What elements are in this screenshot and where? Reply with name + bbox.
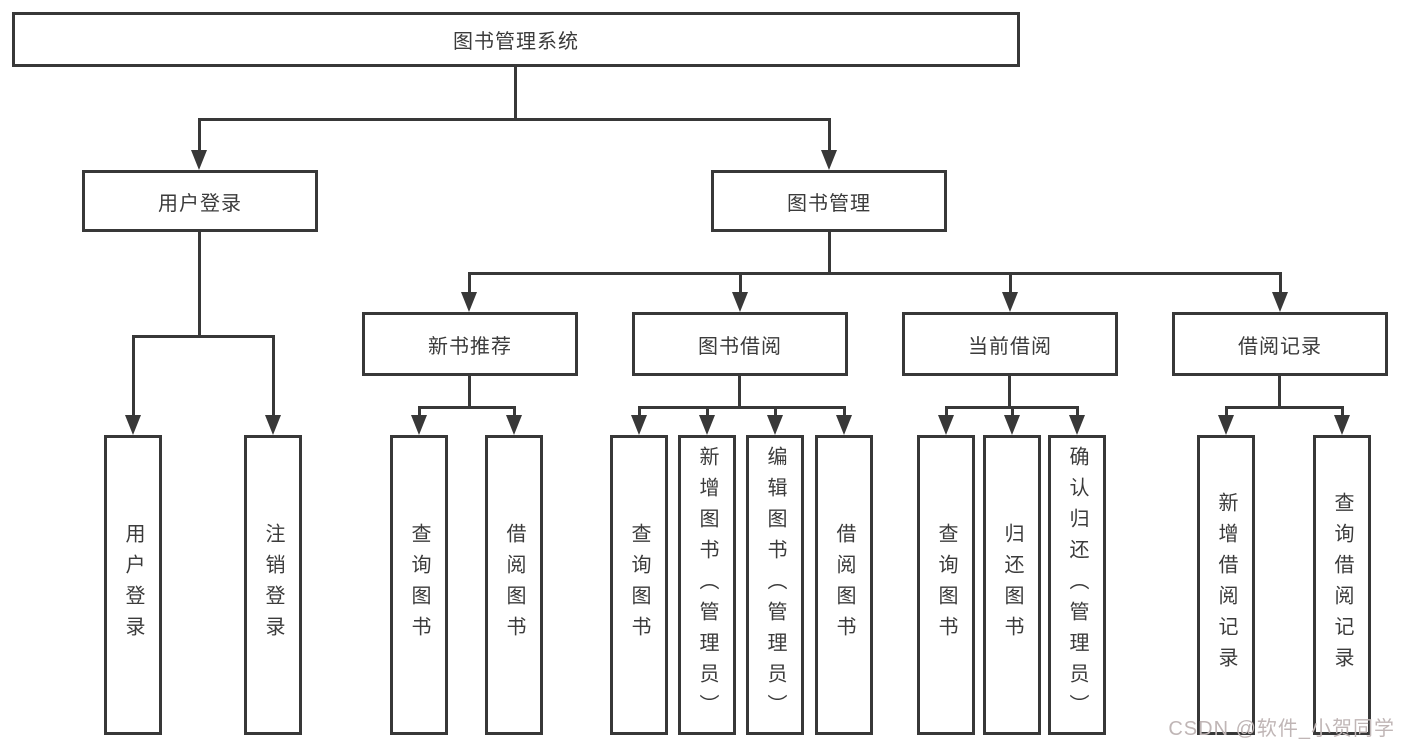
leaf-edit-book-admin: 编辑图书（管理员） <box>746 435 804 735</box>
leaf-label: 查询图书 <box>408 523 430 647</box>
node-library-system: 图书管理系统 <box>12 12 1020 67</box>
leaf-label: 查询图书 <box>628 523 650 647</box>
leaf-logout: 注销登录 <box>244 435 302 735</box>
connector-arrow-down <box>506 406 522 435</box>
leaf-label: 新增图书（管理员） <box>696 445 718 725</box>
connector-arrow-down <box>1069 406 1085 435</box>
connector-arrow-down <box>265 335 281 435</box>
connector-arrow-down <box>411 406 427 435</box>
connector-line <box>198 118 831 121</box>
leaf-label: 确认归还（管理员） <box>1066 445 1088 725</box>
connector-line <box>1008 374 1011 409</box>
leaf-borrow-books-recommend: 借阅图书 <box>485 435 543 735</box>
connector-arrow-down <box>836 406 852 435</box>
node-current-borrowing: 当前借阅 <box>902 312 1118 376</box>
node-book-management: 图书管理 <box>711 170 947 232</box>
connector-line <box>1225 406 1344 409</box>
leaf-query-borrow-record: 查询借阅记录 <box>1313 435 1371 735</box>
leaf-label: 借阅图书 <box>503 523 525 647</box>
connector-line <box>1278 374 1281 409</box>
leaf-user-login: 用户登录 <box>104 435 162 735</box>
connector-line <box>738 374 741 409</box>
leaf-label: 注销登录 <box>262 523 284 647</box>
connector-arrow-down <box>461 272 477 312</box>
leaf-label: 查询借阅记录 <box>1331 492 1353 678</box>
node-user-login: 用户登录 <box>82 170 318 232</box>
connector-line <box>132 335 275 338</box>
connector-arrow-down <box>191 118 207 170</box>
leaf-query-books-current: 查询图书 <box>917 435 975 735</box>
connector-line <box>514 65 517 121</box>
leaf-label: 查询图书 <box>935 523 957 647</box>
leaf-query-books-recommend: 查询图书 <box>390 435 448 735</box>
connector-arrow-down <box>938 406 954 435</box>
leaf-borrow-books-borrowing: 借阅图书 <box>815 435 873 735</box>
leaf-return-books: 归还图书 <box>983 435 1041 735</box>
connector-arrow-down <box>1218 406 1234 435</box>
connector-line <box>638 406 846 409</box>
connector-arrow-down <box>821 118 837 170</box>
connector-arrow-down <box>767 406 783 435</box>
leaf-label: 借阅图书 <box>833 523 855 647</box>
leaf-query-books-borrowing: 查询图书 <box>610 435 668 735</box>
connector-line <box>468 272 1282 275</box>
connector-arrow-down <box>1272 272 1288 312</box>
connector-arrow-down <box>1334 406 1350 435</box>
leaf-add-book-admin: 新增图书（管理员） <box>678 435 736 735</box>
connector-line <box>468 374 471 409</box>
watermark: CSDN @软件_小贺同学 <box>1168 718 1395 740</box>
connector-arrow-down <box>631 406 647 435</box>
leaf-label: 编辑图书（管理员） <box>764 445 786 725</box>
node-new-book-recommend: 新书推荐 <box>362 312 578 376</box>
node-borrowing-records: 借阅记录 <box>1172 312 1388 376</box>
connector-line <box>418 406 516 409</box>
leaf-label: 新增借阅记录 <box>1215 492 1237 678</box>
connector-arrow-down <box>125 335 141 435</box>
node-book-borrowing: 图书借阅 <box>632 312 848 376</box>
connector-arrow-down <box>1004 406 1020 435</box>
connector-line <box>828 230 831 275</box>
connector-arrow-down <box>699 406 715 435</box>
leaf-confirm-return-admin: 确认归还（管理员） <box>1048 435 1106 735</box>
leaf-add-borrow-record: 新增借阅记录 <box>1197 435 1255 735</box>
leaf-label: 用户登录 <box>122 523 144 647</box>
leaf-label: 归还图书 <box>1001 523 1023 647</box>
connector-arrow-down <box>1002 272 1018 312</box>
connector-line <box>198 230 201 338</box>
connector-arrow-down <box>732 272 748 312</box>
